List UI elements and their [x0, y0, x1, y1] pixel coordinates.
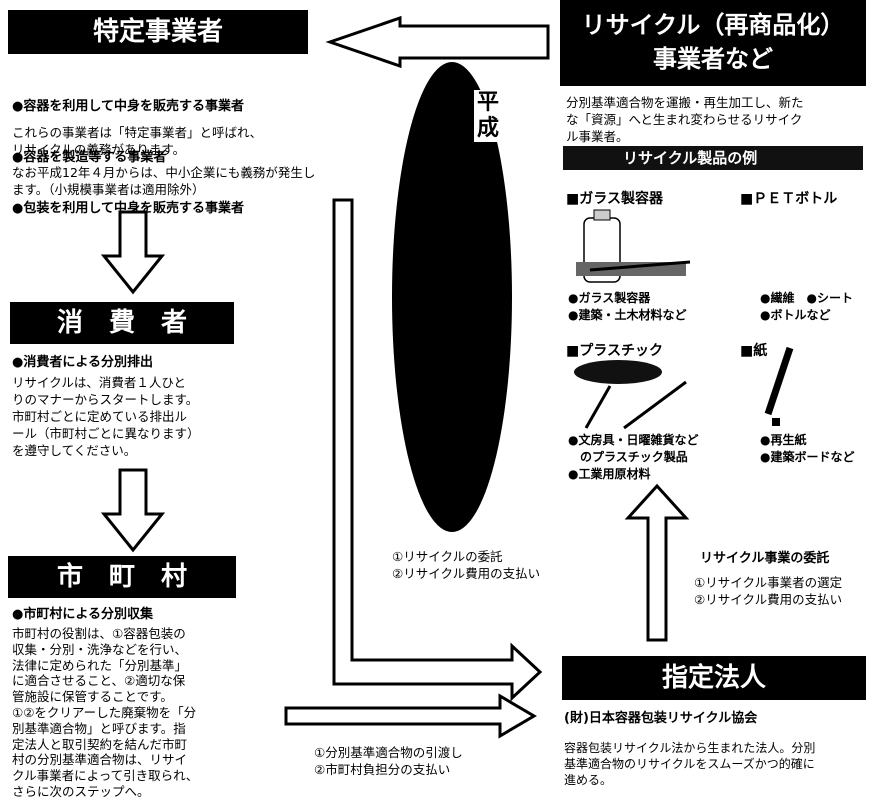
plastic-items: ●文房具・日曜雑貨など のプラスチック製品 ●工業用原材料	[568, 433, 699, 481]
center-flow-label: ①リサイクルの委託 ②リサイクル費用の支払い	[392, 549, 541, 581]
arrow-down-to-consumer	[100, 210, 166, 295]
plastic-illustration	[574, 360, 687, 430]
designated-corp-desc: 容器包装リサイクル法から生まれた法人。分別 基準適合物のリサイクルをスムーズかつ…	[564, 741, 816, 787]
oval-text: 平成	[474, 90, 502, 142]
recycler-title: リサイクル（再商品化） 事業者など	[560, 0, 866, 86]
glass-items: ●ガラス製容器 ●建築・土木材料など	[568, 291, 687, 322]
bullet-item: ●包装を利用して中身を販売する事業者	[12, 201, 244, 216]
municipality-subhead: ●市町村による分別収集	[12, 607, 153, 622]
pet-title: ■ＰＥＴボトル	[740, 191, 838, 207]
plastic-title: ■プラスチック	[566, 343, 663, 359]
municipality-title: 市 町 村	[8, 556, 236, 598]
bullet-item: ●容器を利用して中身を販売する事業者	[12, 99, 244, 114]
recycler-title-line2: 事業者など	[653, 45, 773, 73]
arrow-to-specified-business	[325, 15, 550, 69]
glass-container-illustration	[576, 209, 691, 283]
paper-title: ■紙	[740, 343, 768, 359]
bullet-item: ●容器を製造等する事業者	[12, 150, 167, 165]
paper-items: ●再生紙 ●建築ボードなど	[760, 433, 855, 464]
recycler-desc: 分別基準適合物を運搬・再生加工し、新た な「資源」へと生まれ変わらせるリサイク …	[566, 95, 804, 144]
arrow-down-to-municipality	[100, 468, 166, 553]
consumer-title: 消 費 者	[10, 302, 234, 344]
recycler-title-line1: リサイクル（再商品化）	[581, 11, 845, 39]
designated-corp-title: 指定法人	[562, 656, 866, 700]
paper-illustration	[764, 346, 794, 426]
pet-items: ●繊維 ●シート ●ボトルなど	[760, 291, 853, 322]
recycling-examples-banner: リサイクル製品の例	[563, 146, 863, 170]
municipality-desc: 市町村の役割は、①容器包装の 収集・分別・洗浄などを行い、 法律に定められた「分…	[12, 626, 199, 799]
glass-title: ■ガラス製容器	[566, 191, 663, 207]
consumer-desc: リサイクルは、消費者１人ひと りのマナーからスタートします。 市町村ごとに定めて…	[12, 375, 200, 458]
specified-business-bullets: ●容器を利用して中身を販売する事業者 ●容器を製造等する事業者 ●包装を利用して…	[12, 64, 244, 234]
bottom-flow-label: ①分別基準適合物の引渡し ②市町村負担分の支払い	[314, 745, 463, 777]
arrow-up-to-recycler	[624, 483, 690, 642]
recycling-examples-title: リサイクル製品の例	[623, 149, 758, 167]
right-flow-label: ①リサイクル事業者の選定 ②リサイクル費用の支払い	[694, 575, 843, 607]
specified-business-title: 特定事業者	[8, 10, 308, 54]
designated-corp-org: (財)日本容器包装リサイクル協会	[564, 711, 758, 726]
specified-business-note: なお平成12年４月からは、中小企業にも義務が発生し ます。（小規模事業者は適用除…	[12, 165, 316, 197]
central-oval: 平成	[392, 62, 512, 532]
arrow-to-designated-corp	[332, 198, 543, 702]
arrow-municipality-to-corp	[284, 693, 537, 739]
consumer-subhead: ●消費者による分別排出	[12, 355, 153, 370]
right-flow-title: リサイクル事業の委託	[700, 551, 830, 566]
specified-business-desc: これらの事業者は「特定事業者」と呼ばれ、 リサイクルの義務があります。	[12, 125, 263, 157]
